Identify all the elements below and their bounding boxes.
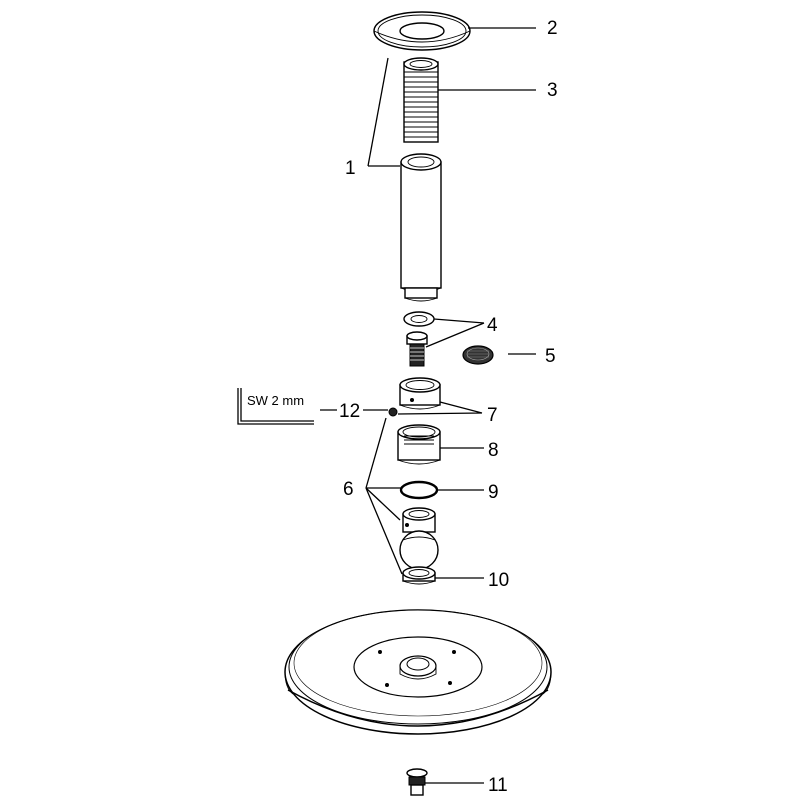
part-10-washer — [402, 566, 436, 585]
leader-lines — [320, 27, 536, 784]
callout-11: 11 — [488, 775, 508, 796]
part-9-o-ring — [399, 480, 439, 500]
part-11-nozzle-insert — [406, 768, 428, 796]
callout-3: 3 — [547, 80, 558, 101]
callout-4: 4 — [487, 315, 498, 336]
callout-7: 7 — [487, 405, 498, 426]
callout-12: 12 — [339, 401, 360, 422]
callout-9: 9 — [488, 482, 499, 503]
callout-1: 1 — [345, 158, 356, 179]
part-3-threaded-nipple — [403, 57, 439, 143]
part-12-grub-screw — [388, 407, 398, 417]
callout-6: 6 — [343, 479, 354, 500]
part-6-ball-joint — [399, 507, 439, 570]
part-7-ball-joint-nut — [399, 377, 441, 410]
part-1-extension-arm — [400, 153, 442, 302]
part-5-filter-screen — [462, 345, 494, 365]
callout-10: 10 — [488, 570, 509, 591]
tool-size-label: SW 2 mm — [247, 393, 304, 408]
callout-2: 2 — [547, 18, 558, 39]
shower-head-disc — [284, 609, 552, 735]
allen-key-icon — [237, 388, 314, 425]
part-4-washer — [403, 311, 435, 327]
part-2-flange — [373, 11, 471, 51]
part-8-threaded-sleeve — [397, 424, 441, 465]
part-4-valve-insert — [406, 331, 428, 367]
callout-numbers: 1 2 3 4 5 6 7 8 9 10 11 12 — [339, 18, 558, 796]
callout-5: 5 — [545, 346, 556, 367]
callout-8: 8 — [488, 440, 499, 461]
